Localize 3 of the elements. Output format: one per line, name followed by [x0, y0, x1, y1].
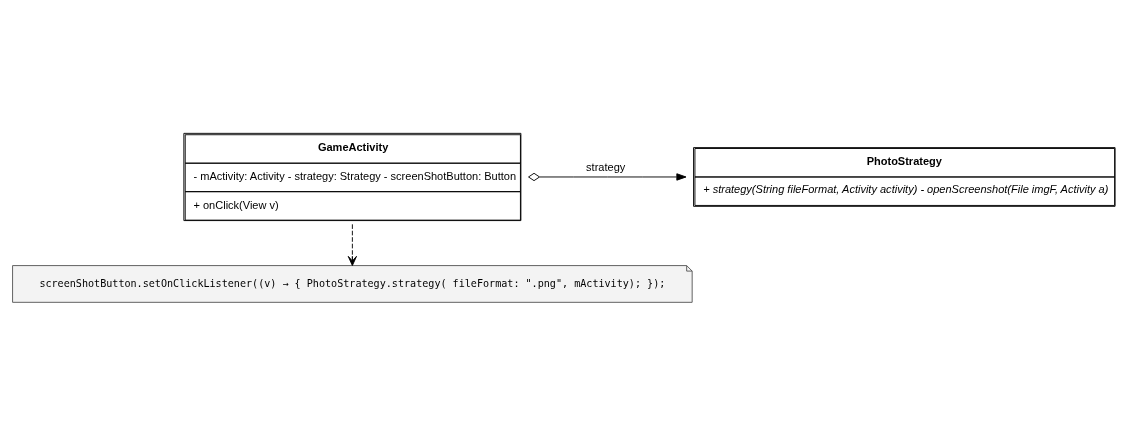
- arrow: [347, 223, 357, 266]
- edge-label: strategy: [586, 161, 626, 174]
- arrow: [528, 172, 687, 182]
